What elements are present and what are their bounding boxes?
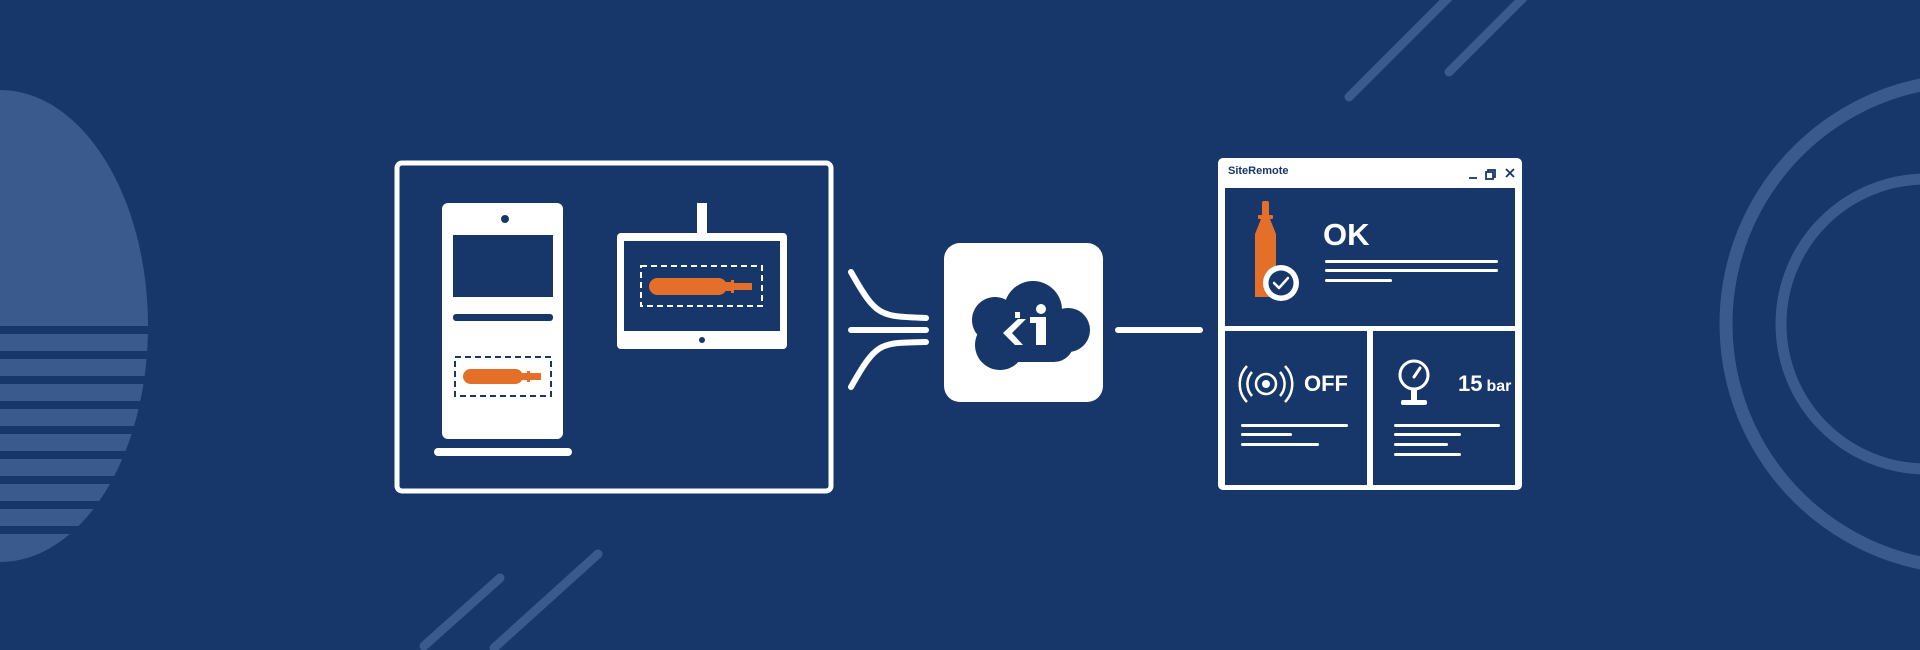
cylinder-status-text: OK [1323,217,1370,252]
data-flow-lines [848,269,1203,390]
siteremote-window [1218,158,1522,490]
pressure-gauge-icon [1398,359,1430,405]
close-icon [1505,168,1515,178]
background-decor [419,0,1920,650]
cloud-service-icon [944,243,1103,402]
alarm-detail-lines [1241,424,1348,446]
pressure-detail-lines [1394,424,1500,456]
window-title: SiteRemote [1228,165,1289,177]
devices-frame [394,160,834,494]
status-detail-lines [1325,260,1498,282]
kiosk-icon [434,203,572,456]
decor-arcs [1719,78,1920,570]
window-controls [1469,168,1515,180]
alarm-status-text: OFF [1304,371,1348,396]
restore-icon [1485,169,1496,180]
alarm-signal-icon [1238,365,1294,403]
cylinder-check-icon [1255,201,1299,301]
gas-cylinder-icon [463,369,541,384]
wall-monitor-icon [617,203,787,349]
gas-cylinder-icon [649,278,752,295]
pressure-unit: bar [1486,378,1512,395]
decor-diagonal-lines [419,0,1528,650]
pressure-value: 15 [1458,371,1483,396]
decor-sun [0,90,160,562]
